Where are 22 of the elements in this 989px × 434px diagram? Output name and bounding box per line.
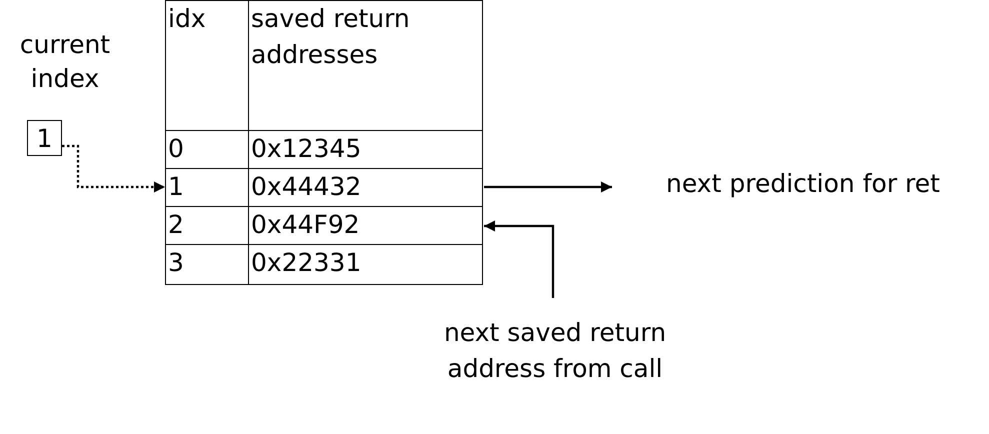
table-cell-text: 0x44F92: [251, 210, 360, 239]
table-cell-text: 0x12345: [251, 134, 362, 163]
table-cell-text: saved return addresses: [251, 3, 411, 72]
table-cell-text: 2: [168, 210, 184, 239]
field-label: current index: [18, 29, 112, 95]
table-cell-text: 0x22331: [251, 248, 362, 277]
arrow: [62, 144, 165, 192]
table-row: [165, 206, 483, 245]
arrow: [484, 220, 554, 298]
table-row: [165, 244, 483, 285]
table-cell-text: idx: [168, 4, 206, 33]
table-row: [165, 168, 483, 207]
table-cell-text: 0x44432: [251, 172, 362, 201]
table-cell-text: 0: [168, 134, 184, 163]
table-row: [165, 130, 483, 169]
annotation-text: next saved return address from call: [430, 315, 680, 430]
table-cell-text: 1: [168, 172, 184, 201]
annotation-text: next prediction for ret: [618, 166, 988, 206]
table-cell-text: 3: [168, 248, 184, 277]
index-value-box: 1: [27, 120, 62, 156]
arrow: [484, 182, 612, 192]
table-row: [165, 0, 483, 131]
